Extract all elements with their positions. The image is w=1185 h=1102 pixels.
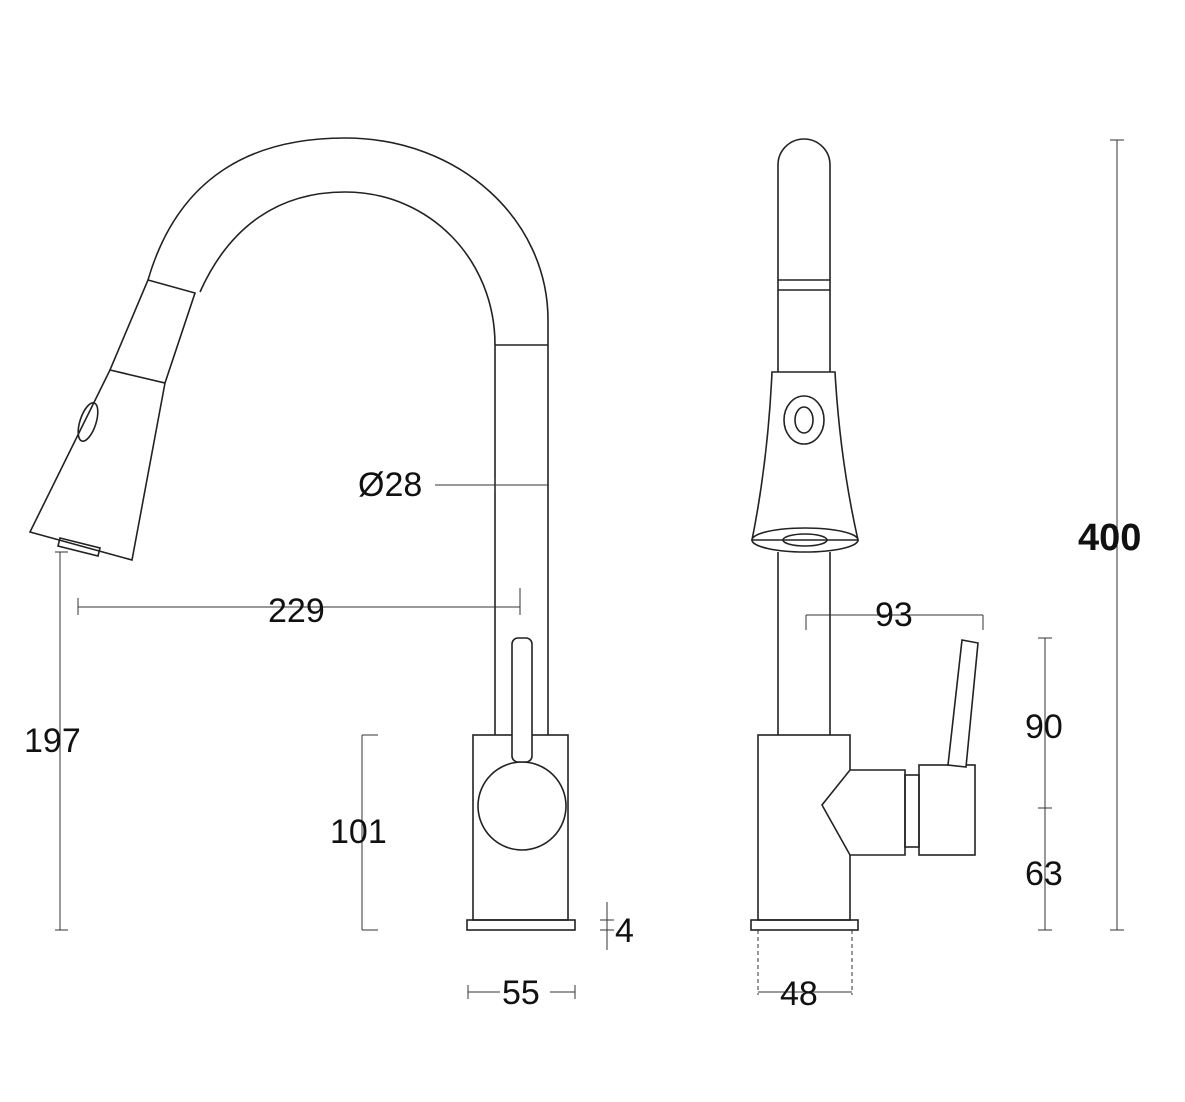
base [466, 919, 576, 931]
spray-button [77, 402, 99, 442]
label-base-width-front: 55 [502, 974, 540, 1012]
side-view [750, 138, 979, 995]
side-spray-head [751, 371, 859, 541]
label-handle-axis-height: 63 [1025, 855, 1063, 893]
side-base [750, 919, 859, 931]
label-total-height: 400 [1078, 517, 1141, 559]
side-spray-button [783, 395, 825, 445]
spray-face [751, 527, 859, 553]
side-pipe [777, 138, 831, 372]
front-view [28, 137, 576, 931]
handle-knob [477, 761, 567, 851]
side-handle-lever [947, 639, 979, 768]
spout-inner [199, 191, 496, 735]
spout-outer [147, 137, 549, 735]
dimension-lines [55, 139, 1124, 999]
label-spout-reach: 229 [268, 592, 325, 630]
cartridge-ring [904, 774, 920, 848]
label-base-width-side: 48 [780, 975, 818, 1013]
handle-lever [511, 637, 533, 763]
label-pipe-diameter: Ø28 [358, 466, 422, 504]
label-handle-height: 90 [1025, 708, 1063, 746]
spray-head [28, 279, 197, 562]
spray-nozzle [57, 537, 101, 557]
spray-face-inner [782, 533, 828, 547]
label-spout-height: 197 [24, 722, 81, 760]
side-spray-button-inner [794, 406, 814, 434]
label-handle-reach: 93 [875, 596, 913, 634]
cartridge [821, 769, 906, 856]
label-body-height: 101 [330, 813, 387, 851]
label-base-thickness: 4 [615, 912, 634, 950]
side-handle-body [918, 764, 976, 856]
